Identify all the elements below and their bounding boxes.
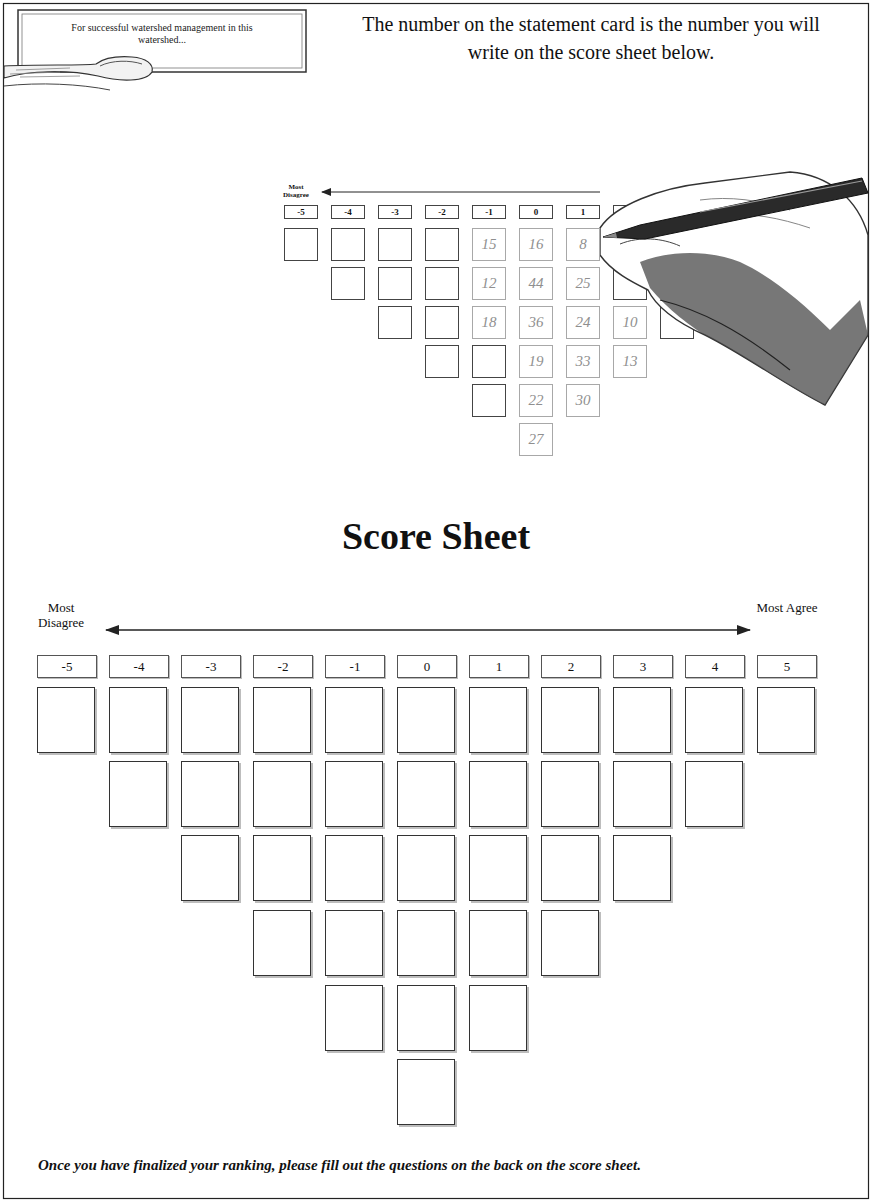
box-number: 15 [482, 237, 497, 252]
score-column-header: 1 [469, 655, 529, 678]
box-number: -3 [206, 660, 217, 673]
score-column-header: -4 [109, 655, 169, 678]
example-column-header: -4 [331, 205, 365, 219]
example-card-number: 12 [472, 267, 506, 300]
box-number: -2 [278, 660, 289, 673]
example-card-number: 22 [519, 384, 553, 417]
box-number: 18 [482, 315, 497, 330]
box-number: 5 [784, 660, 791, 673]
example-column-header: 0 [519, 205, 553, 219]
score-column-header: 0 [397, 655, 457, 678]
box-number: -3 [391, 208, 399, 217]
instruction-text: The number on the statement card is the … [360, 10, 822, 66]
score-column-header: -5 [37, 655, 97, 678]
page-border [4, 4, 869, 1199]
box-number: 0 [534, 208, 539, 217]
box-number: 44 [529, 276, 544, 291]
box-number: 36 [529, 315, 544, 330]
box-number: 19 [529, 354, 544, 369]
statement-card: For successful watershed management in t… [22, 14, 302, 54]
example-card-number: 19 [519, 345, 553, 378]
box-number: 4 [712, 660, 719, 673]
agreement-arrow [106, 629, 750, 631]
box-number: 30 [576, 393, 591, 408]
box-number: -4 [344, 208, 352, 217]
example-card-number: 27 [519, 423, 553, 456]
box-number: 0 [424, 660, 431, 673]
box-number: 24 [576, 315, 591, 330]
example-card-number: 36 [519, 306, 553, 339]
box-number: -5 [297, 208, 305, 217]
box-number: 16 [529, 237, 544, 252]
example-card-number: 13 [613, 345, 647, 378]
example-card-number: 24 [566, 306, 600, 339]
box-number: -1 [350, 660, 361, 673]
example-card-number: 18 [472, 306, 506, 339]
box-number: -2 [438, 208, 446, 217]
example-card-number: 8 [566, 228, 600, 261]
score-column-header: -3 [181, 655, 241, 678]
footer-note: Once you have finalized your ranking, pl… [38, 1155, 641, 1175]
box-number: 2 [568, 660, 575, 673]
example-column-header: -3 [378, 205, 412, 219]
score-column-header: -2 [253, 655, 313, 678]
example-card-number: 33 [566, 345, 600, 378]
box-number: 3 [640, 660, 647, 673]
box-number: 25 [576, 276, 591, 291]
box-number: -1 [485, 208, 493, 217]
example-column-header: -1 [472, 205, 506, 219]
box-number: 13 [623, 354, 638, 369]
axis-label: Most Disagree [30, 600, 92, 630]
score-column-header: 5 [757, 655, 817, 678]
box-number: 10 [623, 315, 638, 330]
example-card-number: 10 [613, 306, 647, 339]
box-number: 27 [529, 432, 544, 447]
example-card-number: 25 [566, 267, 600, 300]
score-column-header: 4 [685, 655, 745, 678]
box-number: 1 [581, 208, 586, 217]
example-card-number: 16 [519, 228, 553, 261]
score-column-header: -1 [325, 655, 385, 678]
example-column-header: -5 [284, 205, 318, 219]
axis-label: Most Agree [756, 600, 818, 615]
score-column-header: 3 [613, 655, 673, 678]
box-number: 12 [482, 276, 497, 291]
card-text: For successful watershed management in t… [58, 22, 266, 47]
score-boxes [38, 688, 818, 1128]
box-number: -5 [62, 660, 73, 673]
box-number: 33 [576, 354, 591, 369]
box-number: 22 [529, 393, 544, 408]
example-card-number: 15 [472, 228, 506, 261]
example-column-header: -2 [425, 205, 459, 219]
box-number: 1 [496, 660, 503, 673]
axis-label: Most Disagree [276, 183, 316, 199]
card-illustration [4, 10, 306, 90]
example-card-number: 44 [519, 267, 553, 300]
example-card-number: 30 [566, 384, 600, 417]
box-number: -4 [134, 660, 145, 673]
box-number: 8 [579, 237, 587, 252]
score-column-header: 2 [541, 655, 601, 678]
example-column-header: 1 [566, 205, 600, 219]
sheet-title: Score Sheet [0, 514, 872, 558]
